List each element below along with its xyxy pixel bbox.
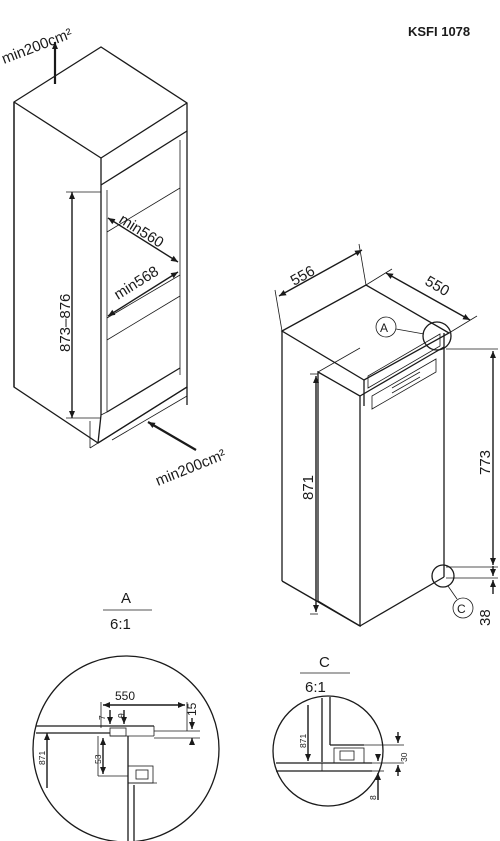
detail-a-dim-550: 550 (115, 689, 135, 703)
niche-cabinet: min200cm² 873–876 min560 min568 min200cm… (0, 25, 228, 489)
appliance-front-left (317, 370, 361, 628)
depth-label: 556 (288, 262, 318, 289)
niche-width-dim-a (107, 217, 179, 263)
detail-a-label: A (121, 590, 131, 607)
detail-c: C 6:1 871 30 8 (272, 654, 409, 807)
hinge-bracket (371, 358, 437, 410)
width-dim (385, 272, 471, 321)
callout-c-label: C (457, 602, 466, 616)
detail-c-scale: 6:1 (305, 679, 326, 696)
detail-c-circle (272, 695, 384, 807)
vent-bottom-label: min200cm² (153, 446, 228, 490)
appliance: A C 556 550 871 773 38 (274, 243, 498, 628)
detail-a-dim-9: 9 (116, 713, 126, 718)
detail-a-dim-7: 7 (97, 715, 107, 720)
depth-dim (278, 249, 363, 297)
upper-height-label: 773 (477, 450, 494, 475)
niche-height-label: 873–876 (57, 294, 74, 352)
hinge-rail (367, 333, 441, 389)
hinge-block (127, 765, 154, 784)
callout-c-circle (431, 564, 455, 588)
niche-width-dim-b (107, 271, 179, 317)
height-label: 871 (300, 475, 317, 500)
detail-a-dim-15: 15 (185, 702, 199, 716)
detail-c-dim-871: 871 (298, 734, 308, 748)
detail-a-dim-53: 53 (93, 754, 103, 764)
detail-c-dim-30: 30 (399, 752, 409, 762)
niche-width-label-a: min560 (116, 211, 167, 251)
callout-a-circle (422, 321, 452, 351)
detail-a-circle (32, 655, 220, 841)
hinge-c-block (333, 747, 365, 764)
bottom-offset-label: 38 (477, 609, 494, 626)
vent-top-label: min200cm² (0, 25, 75, 67)
detail-c-label: C (319, 654, 330, 671)
detail-a: A 6:1 550 15 7 9 871 (32, 590, 220, 841)
callout-c-marker (452, 597, 474, 619)
detail-c-dim-8: 8 (368, 795, 378, 800)
model-title: KSFI 1078 (408, 24, 470, 39)
callout-a-label: A (380, 321, 388, 335)
vent-bottom-arrow-icon (147, 421, 197, 451)
detail-a-scale: 6:1 (110, 616, 131, 633)
detail-a-dim-871: 871 (37, 751, 47, 765)
